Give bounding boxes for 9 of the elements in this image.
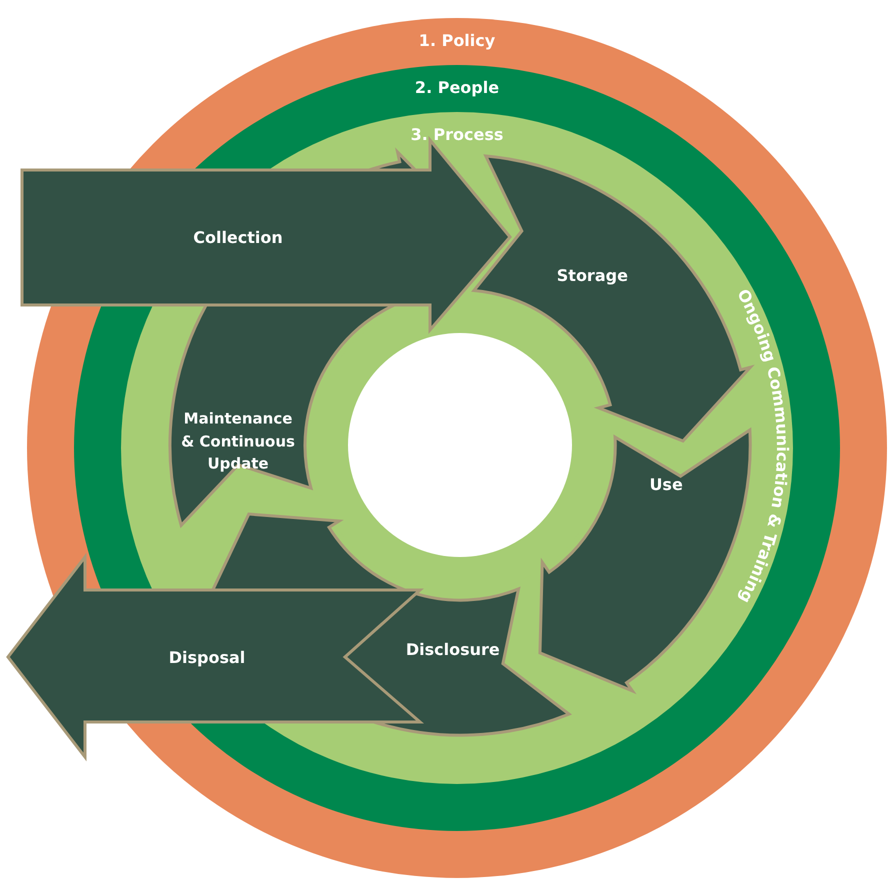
- ring-label: 3. Process: [410, 124, 504, 146]
- arrow-label: Maintenance & Continuous Update: [180, 408, 296, 474]
- arrow-label: Storage: [556, 264, 628, 287]
- arrow-label: Use: [649, 474, 683, 496]
- arrow-label: Disposal: [168, 647, 246, 669]
- arrow-label: Collection: [193, 227, 283, 249]
- ring-label: 2. People: [414, 77, 500, 99]
- ring-label: 1. Policy: [418, 30, 496, 52]
- arrow-label: Disclosure: [406, 638, 500, 661]
